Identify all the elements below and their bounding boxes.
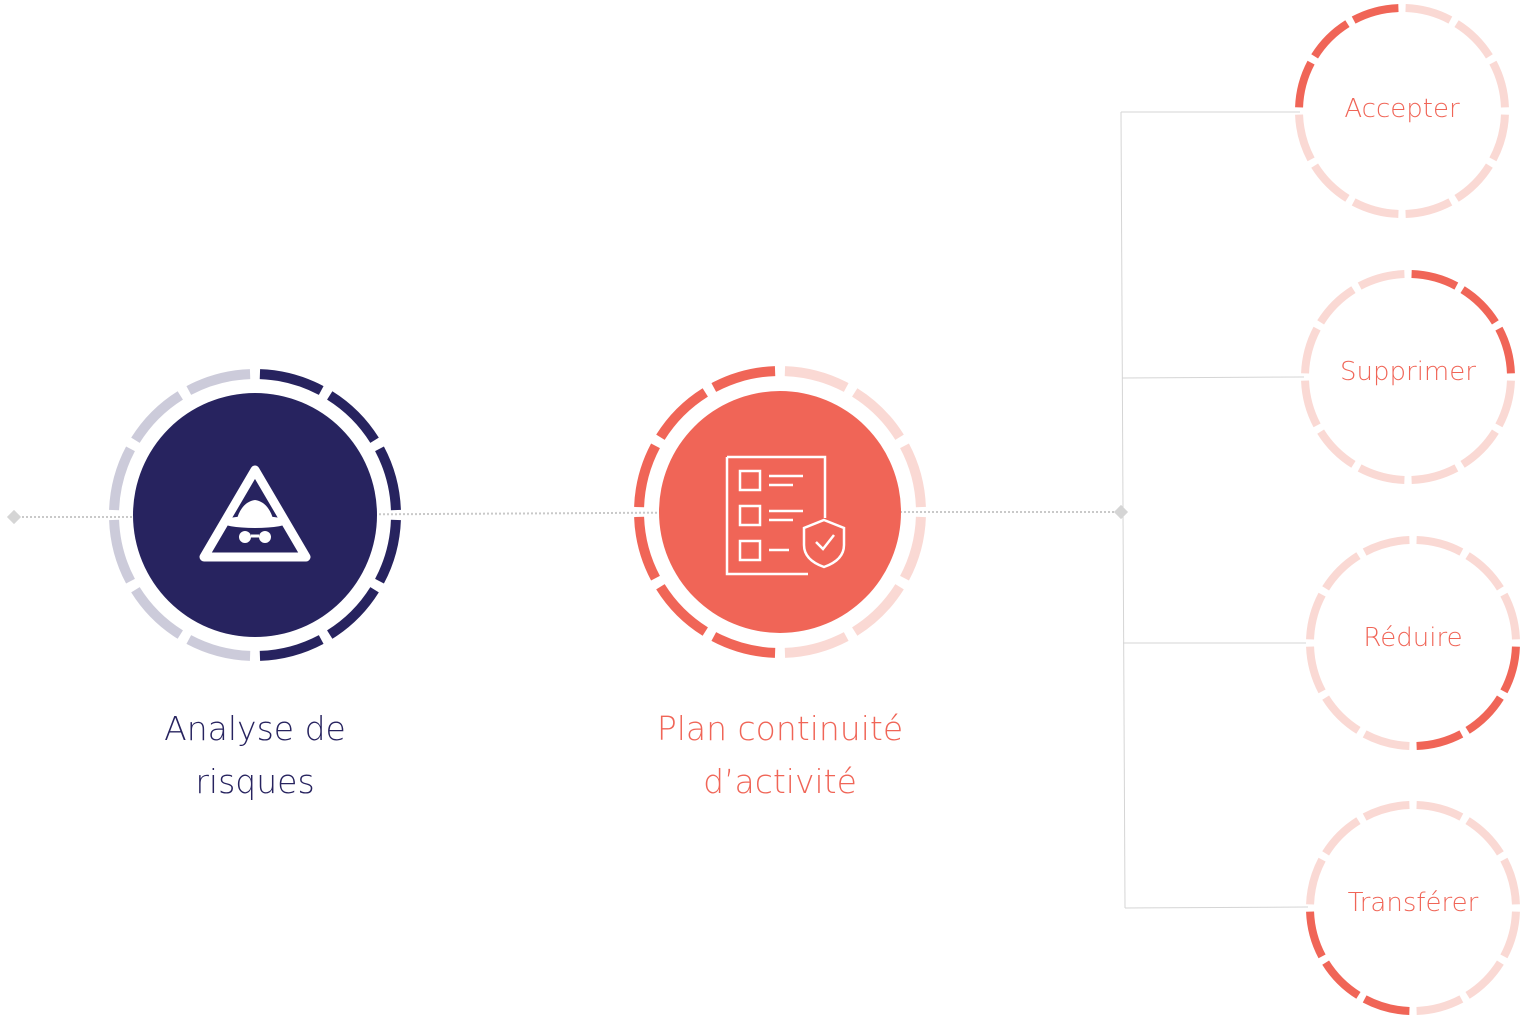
spy-warning-icon	[199, 465, 311, 562]
analysis-ring-segment	[375, 519, 401, 584]
outcome-ring-segment	[1500, 911, 1520, 959]
outcome-ring-segment	[1465, 817, 1504, 856]
analysis-ring-segment	[109, 519, 135, 584]
outcome-label-accepter: Accepter	[1344, 94, 1460, 124]
analysis-ring-segment	[326, 586, 379, 639]
analysis-ring-segment	[109, 446, 135, 511]
outcome-ring-segment	[1489, 114, 1509, 162]
analysis-ring	[109, 369, 401, 661]
outcome-ring-segment	[1322, 695, 1361, 734]
outcome-ring-segment	[1416, 801, 1464, 821]
continuity-ring-segment	[900, 443, 926, 508]
continuity-ring-segment	[711, 632, 776, 658]
analysis-ring-segment	[259, 635, 324, 661]
continuity-ring-segment	[784, 366, 849, 392]
continuity-ring	[634, 366, 926, 658]
outcome-ring-segment	[1495, 380, 1515, 428]
outcome-ring-segment	[1317, 286, 1356, 325]
branch-line-transferer	[1124, 906, 1309, 909]
outcome-ring-segment	[1306, 646, 1326, 694]
continuity-label-line2: d’activité	[703, 762, 857, 801]
analysis-ring-segment	[131, 586, 184, 639]
analysis-ring-segment	[326, 391, 379, 444]
outcome-ring-segment	[1416, 995, 1464, 1015]
continuity-ring-segment	[851, 388, 904, 441]
outcome-ring-segment	[1357, 270, 1405, 290]
analysis-ring-segment	[186, 369, 251, 395]
outcome-ring-segment	[1322, 552, 1361, 591]
outcome-ring-segment	[1454, 163, 1493, 202]
continuity-ring-segment	[634, 443, 660, 508]
outcome-ring-segment	[1405, 4, 1453, 24]
outcome-ring-segment	[1500, 857, 1520, 905]
outcome-ring-segment	[1411, 464, 1459, 484]
outcome-ring-segment	[1416, 730, 1464, 750]
outcome-ring-segment	[1317, 429, 1356, 468]
outcome-node-accepter	[1295, 4, 1509, 218]
outcome-ring-segment	[1322, 817, 1361, 856]
outcome-ring-segment	[1416, 536, 1464, 556]
outcome-ring-segment	[1495, 326, 1515, 374]
continuity-ring-segment	[711, 366, 776, 392]
analysis-label-line2: risques	[195, 762, 315, 801]
outcome-label-supprimer: Supprimer	[1340, 357, 1476, 387]
outcome-ring-segment	[1301, 326, 1321, 374]
continuity-label: Plan continuité d’activité	[570, 702, 990, 808]
branch-vertical-line	[1120, 111, 1126, 909]
branch-diamond	[1113, 504, 1129, 520]
outcome-node-transferer	[1306, 801, 1520, 1015]
continuity-ring-segment	[656, 583, 709, 636]
outcome-ring-segment	[1362, 995, 1410, 1015]
outcome-ring-segment	[1351, 198, 1399, 218]
continuity-ring-segment	[634, 516, 660, 581]
continuity-ring-segment	[900, 516, 926, 581]
analysis-ring-segment	[259, 369, 324, 395]
outcome-label-transferer: Transférer	[1347, 888, 1479, 918]
analysis-label-line1: Analyse de	[164, 709, 346, 748]
outcome-ring-segment	[1306, 911, 1326, 959]
outcome-ring-segment	[1311, 20, 1350, 59]
outcome-node-reduire	[1306, 536, 1520, 750]
outcome-ring-segment	[1454, 20, 1493, 59]
outcome-ring-segment	[1460, 286, 1499, 325]
outcome-ring-segment	[1500, 646, 1520, 694]
outcome-ring-segment	[1465, 960, 1504, 999]
outcome-ring-segment	[1306, 592, 1326, 640]
outcome-node-supprimer	[1301, 270, 1515, 484]
outcome-ring-segment	[1500, 592, 1520, 640]
outcome-ring-segment	[1306, 857, 1326, 905]
analysis-ring-segment	[375, 446, 401, 511]
outcome-label-reduire: Réduire	[1363, 623, 1463, 653]
outcome-ring-segment	[1465, 695, 1504, 734]
analysis-ring-segment	[186, 635, 251, 661]
continuity-node	[634, 366, 926, 658]
outcome-ring-segment	[1362, 801, 1410, 821]
continuity-label-line1: Plan continuité	[656, 709, 904, 748]
outcome-ring-segment	[1295, 60, 1315, 108]
checklist-shield-icon	[725, 455, 846, 576]
analysis-label: Analyse de risques	[45, 702, 465, 808]
continuity-ring-segment	[656, 388, 709, 441]
outcome-ring-segment	[1411, 270, 1459, 290]
continuity-ring-segment	[784, 632, 849, 658]
outcome-ring-segment	[1362, 730, 1410, 750]
branch-line-supprimer	[1121, 376, 1305, 379]
outcome-ring-segment	[1322, 960, 1361, 999]
outcome-ring-segment	[1362, 536, 1410, 556]
outcome-ring-segment	[1357, 464, 1405, 484]
outcome-ring-segment	[1405, 198, 1453, 218]
outcome-ring-segment	[1460, 429, 1499, 468]
outcome-ring-segment	[1295, 114, 1315, 162]
continuity-ring-segment	[851, 583, 904, 636]
outcome-ring-segment	[1465, 552, 1504, 591]
outcome-ring-segment	[1311, 163, 1350, 202]
outcome-ring-segment	[1351, 4, 1399, 24]
start-diamond	[6, 509, 22, 525]
outcome-ring-segment	[1301, 380, 1321, 428]
outcome-ring-segment	[1489, 60, 1509, 108]
analysis-ring-segment	[131, 391, 184, 444]
analysis-node	[109, 369, 401, 661]
